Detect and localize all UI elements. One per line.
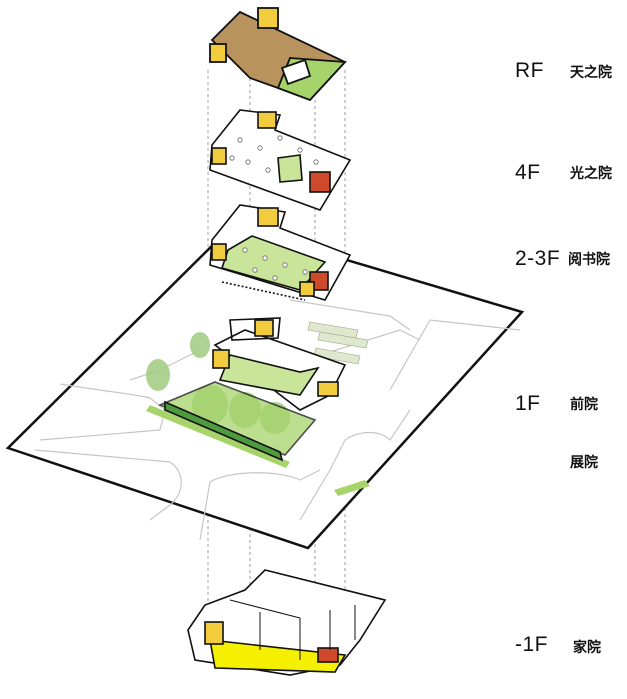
green-strip-south xyxy=(146,405,290,468)
level-2-3f xyxy=(209,204,352,301)
site-plane xyxy=(5,224,525,550)
level-code-1f: 1F xyxy=(515,392,541,415)
level-name-1f-exhibit: 展院 xyxy=(570,455,598,471)
level-code-2-3f: 2-3F xyxy=(515,247,561,270)
level-name-1f-front: 前院 xyxy=(570,397,598,413)
level-name-2-3f: 阅书院 xyxy=(568,252,610,268)
roof-level xyxy=(209,7,347,102)
level-name-basement: 家院 xyxy=(573,640,601,656)
level-code-basement: -1F xyxy=(515,633,548,656)
green-strip-east xyxy=(334,480,370,496)
level-name-rf: 天之院 xyxy=(570,65,612,81)
building-1f xyxy=(157,317,347,462)
parking-icon xyxy=(307,321,369,365)
level-code-4f: 4F xyxy=(515,161,541,184)
level-basement xyxy=(187,569,387,676)
column-icon xyxy=(229,135,319,173)
level-code-rf: RF xyxy=(515,59,544,82)
level-name-4f: 光之院 xyxy=(570,166,612,182)
column-icon xyxy=(242,247,308,281)
level-4f xyxy=(209,109,352,211)
